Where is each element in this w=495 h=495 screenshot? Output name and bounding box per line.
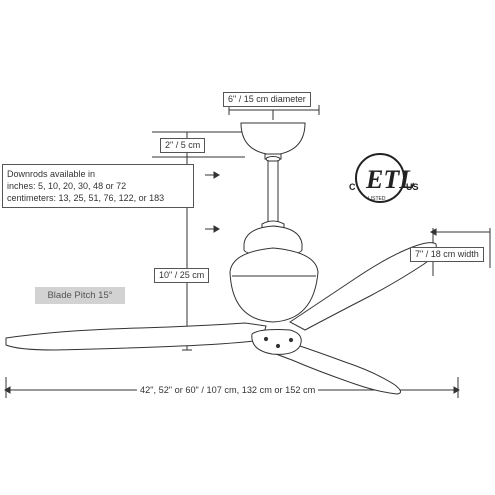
blade-hub <box>251 329 302 355</box>
blade-width-label: 7" / 18 cm width <box>410 247 484 262</box>
downrods-title: Downrods available in <box>7 169 96 179</box>
diameter-label: 6" / 15 cm diameter <box>223 92 311 107</box>
downrods-centimeters: centimeters: 13, 25, 51, 76, 122, or 183 <box>7 193 165 203</box>
etl-us-label: US <box>406 182 419 192</box>
overall-height-label: 10" / 25 cm <box>154 268 210 283</box>
blade-pitch-badge: Blade Pitch 15° <box>35 287 125 304</box>
blade-front <box>261 341 401 395</box>
canopy-height-label: 2" / 5 cm <box>160 138 206 153</box>
etl-listed-mark: ETL LISTED <box>355 153 415 203</box>
span-label: 42", 52" or 60" / 107 cm, 132 cm or 152 … <box>137 385 319 396</box>
blade-left <box>5 322 267 351</box>
downrod <box>267 160 279 224</box>
ceiling-fan <box>5 122 437 395</box>
etl-logo-letters: ETL <box>365 165 415 194</box>
downrods-info-box: Downrods available in inches: 5, 10, 20,… <box>2 164 194 208</box>
etl-logo-sub: LISTED <box>368 196 386 202</box>
canopy <box>240 122 306 156</box>
etl-c-label: C <box>349 182 356 192</box>
downrods-inches: inches: 5, 10, 20, 30, 48 or 72 <box>7 181 127 191</box>
